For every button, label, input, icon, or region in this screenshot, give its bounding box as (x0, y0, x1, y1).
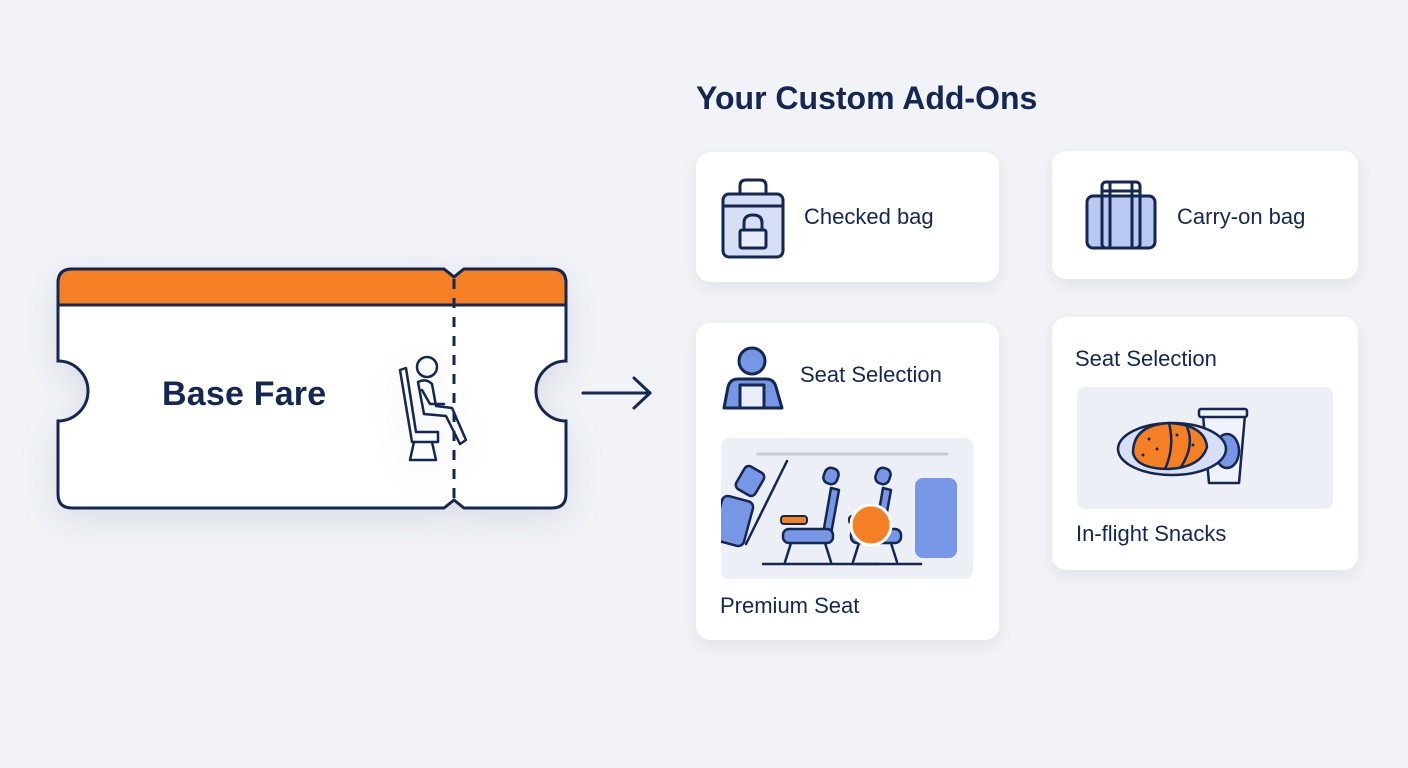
carry-on-bag-icon (1085, 180, 1157, 250)
base-fare-ticket: Base Fare (56, 267, 568, 510)
addon-card-premium-seat[interactable]: Seat Selection (696, 323, 999, 640)
addon-card-inflight-snacks[interactable]: Seat Selection In-flight Snacks (1052, 317, 1358, 570)
addon-label: Seat Selection (1075, 346, 1217, 371)
ticket-shape (56, 267, 568, 510)
base-fare-label: Base Fare (162, 375, 327, 413)
addon-card-checked-bag[interactable]: Checked bag (696, 152, 999, 282)
premium-seat-illustration (721, 438, 973, 579)
addon-sublabel: In-flight Snacks (1076, 521, 1227, 546)
addon-label: Carry-on bag (1177, 204, 1306, 229)
addon-card-carry-on-bag[interactable]: Carry-on bag (1052, 151, 1358, 279)
addon-label: Seat Selection (800, 362, 942, 387)
addons-title: Your Custom Add-Ons (696, 80, 1038, 116)
selected-seat-marker (849, 503, 893, 547)
checked-bag-lock-icon (721, 178, 785, 259)
seated-passenger-icon (398, 355, 468, 462)
arrow-right-icon (581, 376, 652, 410)
passenger-seat-icon (722, 346, 784, 410)
addon-sublabel: Premium Seat (720, 593, 860, 618)
addon-label: Checked bag (804, 204, 934, 229)
snack-and-drink-illustration (1077, 387, 1333, 509)
